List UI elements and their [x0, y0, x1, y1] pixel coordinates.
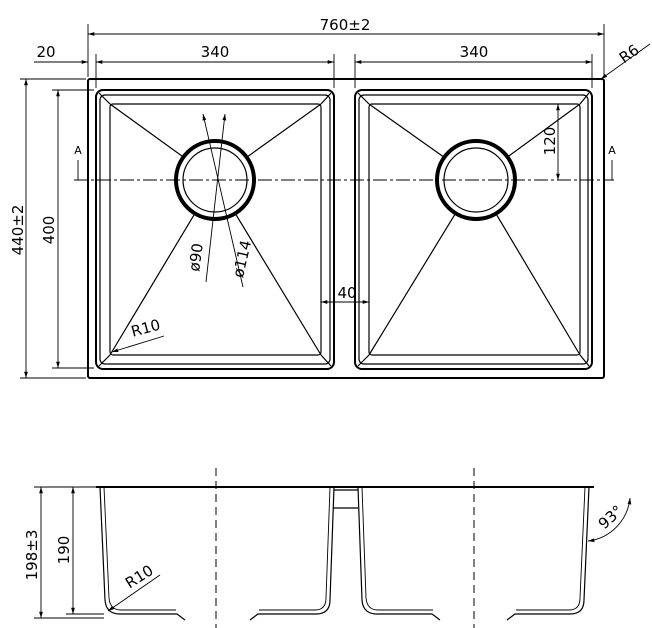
top-view: A A 760±2 20 340 340 R6 440±2 400 120 ø9… — [9, 16, 651, 379]
section-marker-left: A — [74, 144, 82, 157]
right-bowl-profile — [357, 486, 590, 621]
corner-radius-label: R6 — [616, 41, 643, 67]
bowl-height-label: 190 — [55, 536, 73, 565]
bowl-depth-label: 400 — [40, 216, 58, 245]
bottom-radius-leader — [107, 574, 161, 612]
overall-width-label: 760±2 — [320, 16, 371, 34]
divider-width-label: 40 — [337, 284, 356, 302]
section-marker-right: A — [608, 144, 616, 157]
left-bowl-profile — [99, 486, 335, 621]
wall-angle-label: 93° — [595, 502, 627, 533]
side-extension-lines — [34, 486, 104, 619]
right-bowl-floor-slopes — [368, 103, 581, 356]
bowl-corner-radius-label: R10 — [129, 316, 162, 341]
side-view: 198±3 190 R10 93° — [23, 468, 632, 628]
drain-offset-label: 120 — [541, 127, 559, 156]
bowl-corner-radius-leader — [111, 335, 165, 353]
left-extension-lines — [20, 78, 94, 379]
top-extension-lines — [87, 24, 605, 88]
flange-width-label: 20 — [36, 43, 55, 61]
drain-inner-diameter-label: ø90 — [185, 242, 207, 272]
overall-depth-label: 440±2 — [9, 205, 27, 256]
sink-outline — [87, 78, 605, 379]
right-bowl-width-label: 340 — [460, 43, 489, 61]
drain-inner-diameter-leader — [205, 113, 227, 283]
left-bowl — [95, 89, 335, 370]
wall-angle-arc — [587, 497, 632, 543]
right-bowl — [354, 89, 593, 370]
overall-height-label: 198±3 — [23, 530, 41, 581]
left-bowl-width-label: 340 — [201, 43, 230, 61]
bottom-radius-label: R10 — [122, 561, 157, 592]
corner-radius-leader — [600, 43, 651, 80]
drain-outer-diameter-leader — [202, 113, 244, 288]
divider-bridge — [333, 489, 358, 509]
left-bowl-floor-slopes — [109, 103, 322, 356]
